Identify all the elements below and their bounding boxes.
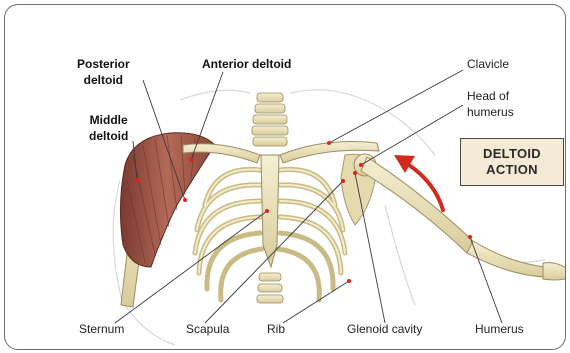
label-head-line1: Head of	[467, 88, 514, 104]
lumbar-spine	[257, 273, 283, 303]
label-middle-line1: Middle	[89, 112, 128, 128]
label-head-of-humerus: Head of humerus	[467, 88, 514, 120]
label-rib: Rib	[267, 321, 285, 337]
deltoid-action-box: DELTOID ACTION	[460, 138, 564, 186]
label-posterior-line2: deltoid	[77, 72, 130, 88]
label-posterior-deltoid: Posterior deltoid	[77, 56, 130, 88]
forearm-bones	[467, 241, 545, 277]
hand-bones	[543, 263, 566, 280]
label-clavicle: Clavicle	[467, 56, 509, 72]
label-posterior-line1: Posterior	[77, 56, 130, 72]
cervical-spine	[252, 93, 288, 146]
label-middle-deltoid: Middle deltoid	[89, 112, 128, 144]
label-head-line2: humerus	[467, 104, 514, 120]
action-box-line1: DELTOID	[483, 146, 541, 162]
label-scapula: Scapula	[186, 321, 229, 337]
label-middle-line2: deltoid	[89, 128, 128, 144]
label-anterior-deltoid: Anterior deltoid	[202, 56, 291, 72]
label-glenoid-cavity: Glenoid cavity	[347, 321, 422, 337]
action-box-line2: ACTION	[486, 162, 538, 178]
label-humerus: Humerus	[475, 321, 524, 337]
diagram-frame: Posterior deltoid Middle deltoid Anterio…	[4, 4, 566, 350]
label-sternum: Sternum	[79, 321, 124, 337]
